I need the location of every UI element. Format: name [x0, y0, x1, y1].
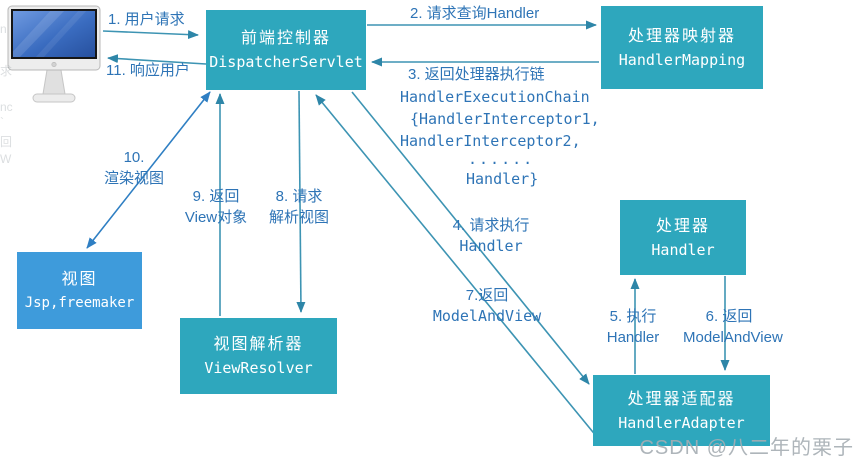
label-step-6-line2: ModelAndView: [683, 329, 783, 346]
artifact-text: `: [0, 115, 4, 129]
edge-11-line: [107, 54, 207, 65]
edge-10-line: [86, 91, 211, 249]
edge-7-line: [315, 94, 598, 438]
label-step-8-line2: 解析视图: [268, 209, 329, 226]
view-resolver-box: 视图解析器 ViewResolver: [180, 318, 337, 394]
handler-label-en: Handler: [651, 240, 715, 259]
label-step-10: 10. 渲染视图: [86, 147, 182, 189]
dispatcher-servlet-label-en: DispatcherServlet: [209, 53, 363, 71]
label-step-10-line2: 渲染视图: [103, 170, 164, 187]
label-step-3-line3: {HandlerInterceptor1,: [410, 110, 600, 128]
label-step-11: 11. 响应用户: [106, 62, 190, 79]
label-step-6-line1: 6. 返回: [705, 308, 753, 325]
label-step-7-line1: 7.返回: [465, 287, 509, 304]
artifact-text: W: [0, 152, 12, 166]
label-step-1: 1. 用户请求: [108, 11, 185, 28]
label-step-3-line1: 3. 返回处理器执行链: [408, 66, 545, 83]
edge-8-line: [296, 90, 306, 313]
view-label-cn: 视图: [61, 270, 98, 288]
label-step-4-line1: 4. 请求执行: [452, 217, 530, 234]
label-step-5: 5. 执行 Handler: [600, 306, 666, 348]
label-step-4-line2: Handler: [459, 237, 523, 255]
label-step-5-line2: Handler: [606, 329, 660, 346]
view-box: 视图 Jsp,freemaker: [17, 252, 142, 329]
handler-mapping-label-cn: 处理器映射器: [627, 27, 736, 45]
artifact-text: 回: [0, 135, 13, 149]
handler-box: 处理器 Handler: [620, 200, 746, 275]
handler-mapping-box: 处理器映射器 HandlerMapping: [601, 6, 763, 89]
label-step-3-line4: HandlerInterceptor2,: [400, 132, 581, 150]
label-step-3-line6: Handler}: [466, 170, 539, 188]
client-computer-icon: [6, 4, 106, 108]
handler-mapping-label-en: HandlerMapping: [618, 50, 746, 69]
label-step-3-line2: HandlerExecutionChain: [400, 88, 590, 106]
handler-adapter-label-cn: 处理器适配器: [627, 390, 736, 408]
label-step-6: 6. 返回 ModelAndView: [683, 306, 783, 348]
label-step-9-line2: View对象: [184, 209, 248, 226]
label-step-7-line2: ModelAndView: [432, 307, 542, 325]
label-step-9-line1: 9. 返回: [192, 188, 240, 205]
label-step-10-line1: 10.: [123, 149, 145, 166]
dispatcher-servlet-box: 前端控制器 DispatcherServlet: [206, 10, 366, 90]
artifact-text: n: [0, 22, 7, 36]
label-step-4: 4. 请求执行 Handler: [434, 215, 548, 257]
dispatcher-servlet-label-cn: 前端控制器: [240, 30, 331, 47]
edge-1-line: [102, 30, 199, 40]
edge-4-line: [351, 91, 590, 385]
view-resolver-label-cn: 视图解析器: [213, 336, 304, 353]
label-step-7: 7.返回 ModelAndView: [412, 285, 562, 327]
label-step-8-line1: 8. 请求: [275, 188, 323, 205]
csdn-watermark: CSDN @八二年的栗子: [639, 437, 854, 459]
label-step-8: 8. 请求 解析视图: [258, 186, 340, 228]
view-resolver-label-en: ViewResolver: [204, 359, 313, 377]
artifact-text: nc: [0, 100, 13, 114]
view-label-en: Jsp,freemaker: [24, 294, 135, 311]
label-step-5-line1: 5. 执行: [609, 308, 657, 325]
artifact-text: 求: [0, 64, 13, 78]
label-step-9: 9. 返回 View对象: [180, 186, 252, 228]
handler-adapter-label-en: HandlerAdapter: [618, 413, 745, 432]
handler-label-cn: 处理器: [655, 217, 710, 235]
label-step-3-line5: ......: [468, 150, 535, 168]
label-step-2: 2. 请求查询Handler: [410, 5, 540, 22]
handler-adapter-box: 处理器适配器 HandlerAdapter: [593, 375, 770, 446]
